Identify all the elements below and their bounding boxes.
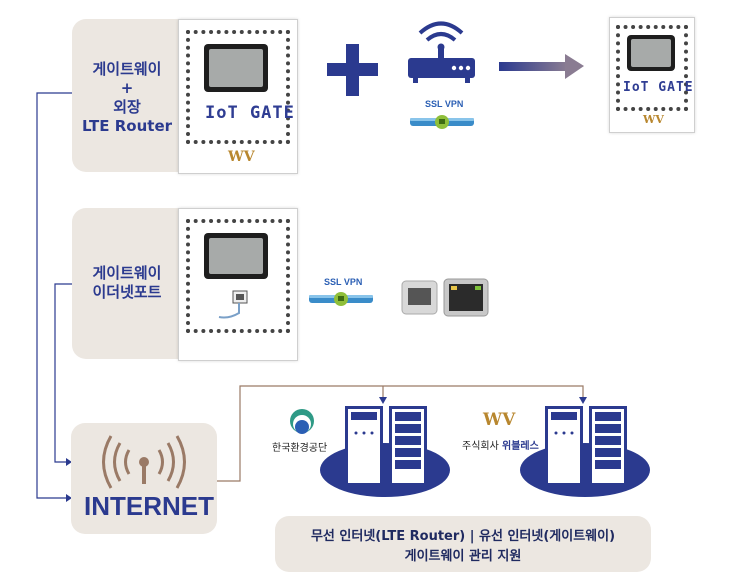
device-frame <box>186 219 290 333</box>
brand-logo: IoT GATE <box>205 103 295 123</box>
weblesse-logo: WV <box>483 410 516 430</box>
panel-gateway-ethernet-label: 게이트웨이 이더넷포트 <box>78 264 176 302</box>
iot-gate-device: IoT GATE WV <box>178 19 298 174</box>
device-frame <box>616 25 688 111</box>
gateway-ethernet-device <box>178 208 298 361</box>
org-weblesse-name: 위블레스 <box>502 441 539 452</box>
link-panel2-internet <box>54 283 80 463</box>
org-weblesse-prefix: 주식회사 <box>462 441 499 452</box>
device-screen <box>204 233 268 279</box>
ethernet-port-icon <box>218 290 248 319</box>
panel-gateway-lte-label: 게이트웨이 + 외장 LTE Router <box>78 60 176 136</box>
footer-panel <box>275 516 651 572</box>
link-internet-servers <box>216 385 584 482</box>
org-weblesse-label: 주식회사 위블레스 <box>462 437 539 452</box>
panel2-line1: 게이트웨이 <box>92 264 162 282</box>
panel1-line1: 게이트웨이 <box>92 60 162 78</box>
footer-text-block: 무선 인터넷(LTE Router) | 유선 인터넷(게이트웨이) 게이트웨이… <box>275 516 651 572</box>
footer-line1: 무선 인터넷(LTE Router) | 유선 인터넷(게이트웨이) <box>310 529 616 544</box>
server-group-right <box>520 406 650 497</box>
brand-logo: IoT GATE <box>623 80 694 95</box>
footer-line2: 게이트웨이 관리 지원 <box>404 549 522 564</box>
ssl-vpn-label-1: SSL VPN <box>425 99 464 109</box>
link-panel1-internet <box>36 92 80 499</box>
upgrade-arrow <box>499 62 567 71</box>
maker-logo: WV <box>643 113 664 126</box>
device-screen <box>627 35 675 71</box>
keco-logo-icon <box>290 409 314 434</box>
org-keco-label: 한국환경공단 <box>272 443 328 454</box>
maker-logo: WV <box>228 149 255 165</box>
internet-label: INTERNET <box>84 491 214 521</box>
server-group-left <box>320 406 450 497</box>
panel2-line2: 이더넷포트 <box>92 283 162 301</box>
device-screen <box>204 44 268 92</box>
panel1-line4: LTE Router <box>81 117 173 135</box>
panel1-line2: + <box>120 79 134 97</box>
panel1-line3: 외장 <box>113 98 141 116</box>
device-frame <box>186 30 290 144</box>
ssl-vpn-label-2: SSL VPN <box>324 277 363 287</box>
iot-gate-device-upgraded: IoT GATE WV <box>609 17 695 133</box>
